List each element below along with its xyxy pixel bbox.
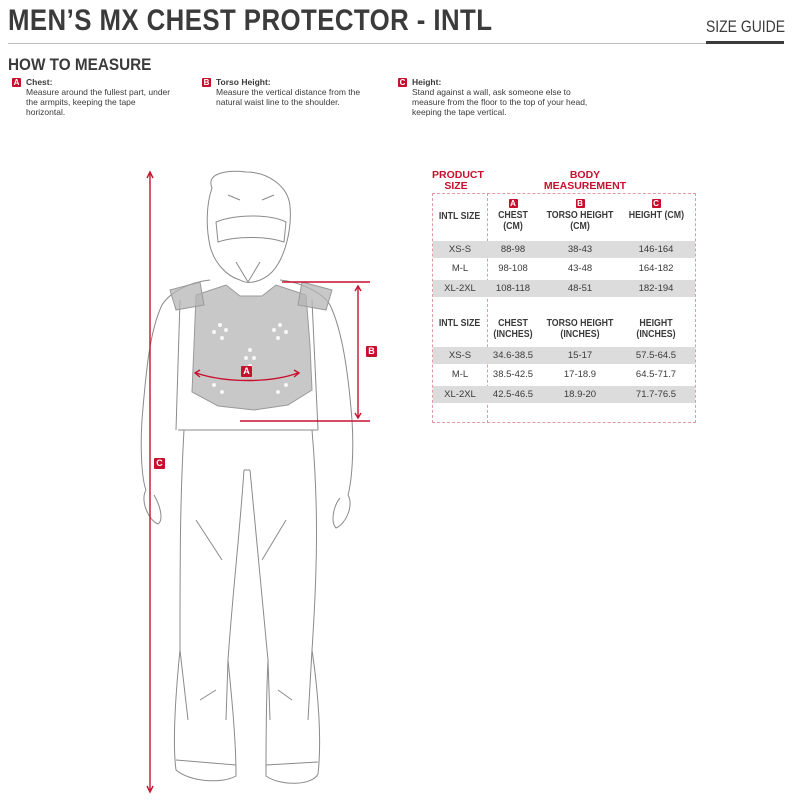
badge-a: A [12, 77, 21, 87]
body-measurement-header: BODY MEASUREMENT [543, 169, 627, 192]
header-torso-inches: TORSO HEIGHT (INCHES) [546, 318, 614, 340]
header-intl-size: INTL SIZE [439, 318, 481, 329]
table-border [432, 193, 696, 423]
rider-illustration: A B C [0, 150, 420, 800]
badge-c: C [398, 77, 407, 87]
step-text: Measure around the fullest part, under t… [26, 87, 171, 117]
page-title: MEN’S MX CHEST PROTECTOR - INTL [8, 4, 493, 37]
torso-marker-b: B [366, 346, 377, 357]
how-to-measure-heading: HOW TO MEASURE [8, 55, 152, 74]
measure-step-torso: B Torso Height: Measure the vertical dist… [202, 77, 372, 107]
step-text: Stand against a wall, ask someone else t… [412, 87, 588, 117]
step-title: Chest: [26, 77, 53, 87]
header-chest-inches: CHEST (INCHES) [493, 318, 533, 340]
size-guide-label: SIZE GUIDE [706, 17, 786, 36]
rider-figure-icon [140, 170, 370, 794]
badge-b: B [202, 77, 211, 87]
table-column-divider [487, 193, 488, 423]
inches-header-row: INTL SIZE CHEST (INCHES) TORSO HEIGHT (I… [433, 318, 695, 340]
header-intl-size: INTL SIZE [439, 211, 481, 222]
chest-marker-a: A [241, 366, 252, 377]
measure-step-chest: A Chest: Measure around the fullest part,… [12, 77, 177, 117]
header-height-inches: HEIGHT (INCHES) [636, 318, 676, 340]
product-size-header: PRODUCT SIZE [432, 169, 484, 192]
step-title: Torso Height: [216, 77, 271, 87]
measure-step-height: C Height: Stand against a wall, ask someo… [398, 77, 588, 117]
height-marker-c: C [154, 458, 165, 469]
header-divider-accent [706, 41, 784, 44]
step-text: Measure the vertical distance from the n… [216, 87, 361, 107]
header-divider [8, 43, 784, 44]
step-title: Height: [412, 77, 442, 87]
